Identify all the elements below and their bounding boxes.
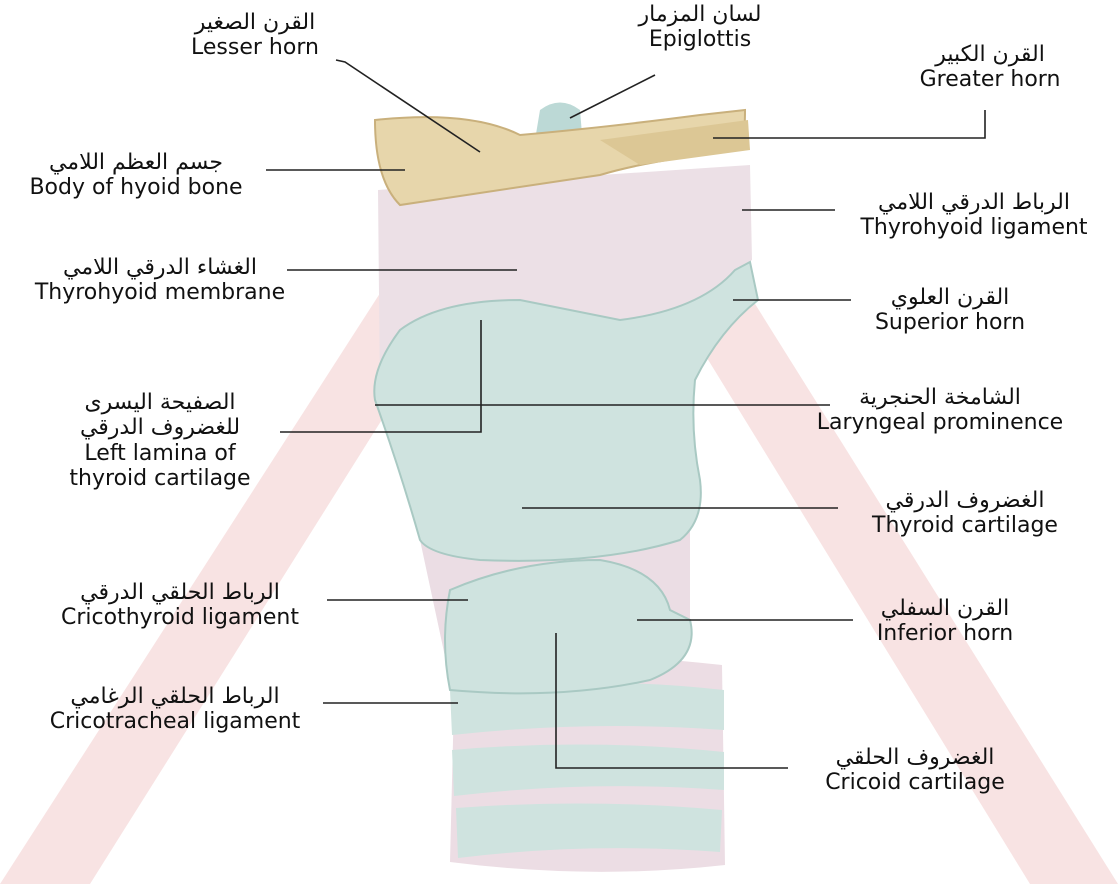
label-left-lamina: الصفيحة اليسرى للغضروف الدرقي Left lamin… <box>40 390 280 491</box>
label-epiglottis: لسان المزمار Epiglottis <box>600 2 800 53</box>
label-greater-horn-ar: القرن الكبير <box>880 42 1100 67</box>
label-cricotracheal-ligament-ar: الرباط الحلقي الرغامي <box>10 684 340 709</box>
label-lesser-horn-en: Lesser horn <box>150 35 360 60</box>
label-thyroid-cartilage-en: Thyroid cartilage <box>835 513 1095 538</box>
label-thyroid-cartilage-ar: الغضروف الدرقي <box>835 488 1095 513</box>
label-cricotracheal-ligament: الرباط الحلقي الرغامي Cricotracheal liga… <box>10 684 340 735</box>
label-laryngeal-prominence-ar: الشامخة الحنجرية <box>790 385 1090 410</box>
label-lesser-horn: القرن الصغير Lesser horn <box>150 10 360 61</box>
label-thyrohyoid-ligament-ar: الرباط الدرقي اللامي <box>830 190 1118 215</box>
label-thyrohyoid-membrane: الغشاء الدرقي اللامي Thyrohyoid membrane <box>0 255 320 306</box>
label-laryngeal-prominence: الشامخة الحنجرية Laryngeal prominence <box>790 385 1090 436</box>
label-body-hyoid-ar: جسم العظم اللامي <box>0 150 272 175</box>
label-thyrohyoid-ligament: الرباط الدرقي اللامي Thyrohyoid ligament <box>830 190 1118 241</box>
label-left-lamina-en2: thyroid cartilage <box>40 466 280 491</box>
label-superior-horn-ar: القرن العلوي <box>845 285 1055 310</box>
label-cricoid-cartilage-en: Cricoid cartilage <box>790 770 1040 795</box>
label-thyrohyoid-membrane-ar: الغشاء الدرقي اللامي <box>0 255 320 280</box>
label-cricothyroid-ligament-ar: الرباط الحلقي الدرقي <box>20 580 340 605</box>
label-greater-horn: القرن الكبير Greater horn <box>880 42 1100 93</box>
label-cricothyroid-ligament: الرباط الحلقي الدرقي Cricothyroid ligame… <box>20 580 340 631</box>
label-greater-horn-en: Greater horn <box>880 67 1100 92</box>
label-body-hyoid-en: Body of hyoid bone <box>0 175 272 200</box>
label-epiglottis-ar: لسان المزمار <box>600 2 800 27</box>
label-superior-horn-en: Superior horn <box>845 310 1055 335</box>
label-left-lamina-ar2: للغضروف الدرقي <box>40 415 280 440</box>
label-lesser-horn-ar: القرن الصغير <box>150 10 360 35</box>
label-thyrohyoid-membrane-en: Thyrohyoid membrane <box>0 280 320 305</box>
label-thyroid-cartilage: الغضروف الدرقي Thyroid cartilage <box>835 488 1095 539</box>
label-left-lamina-ar: الصفيحة اليسرى <box>40 390 280 415</box>
label-cricoid-cartilage: الغضروف الحلقي Cricoid cartilage <box>790 745 1040 796</box>
label-inferior-horn-en: Inferior horn <box>845 621 1045 646</box>
label-cricoid-cartilage-ar: الغضروف الحلقي <box>790 745 1040 770</box>
label-left-lamina-en: Left lamina of <box>40 441 280 466</box>
label-superior-horn: القرن العلوي Superior horn <box>845 285 1055 336</box>
leader-epiglottis <box>570 75 655 118</box>
label-cricotracheal-ligament-en: Cricotracheal ligament <box>10 709 340 734</box>
label-thyrohyoid-ligament-en: Thyrohyoid ligament <box>830 215 1118 240</box>
label-inferior-horn: القرن السفلي Inferior horn <box>845 596 1045 647</box>
label-body-hyoid: جسم العظم اللامي Body of hyoid bone <box>0 150 272 201</box>
label-laryngeal-prominence-en: Laryngeal prominence <box>790 410 1090 435</box>
label-epiglottis-en: Epiglottis <box>600 27 800 52</box>
label-inferior-horn-ar: القرن السفلي <box>845 596 1045 621</box>
label-cricothyroid-ligament-en: Cricothyroid ligament <box>20 605 340 630</box>
leader-greater-horn <box>713 110 985 138</box>
